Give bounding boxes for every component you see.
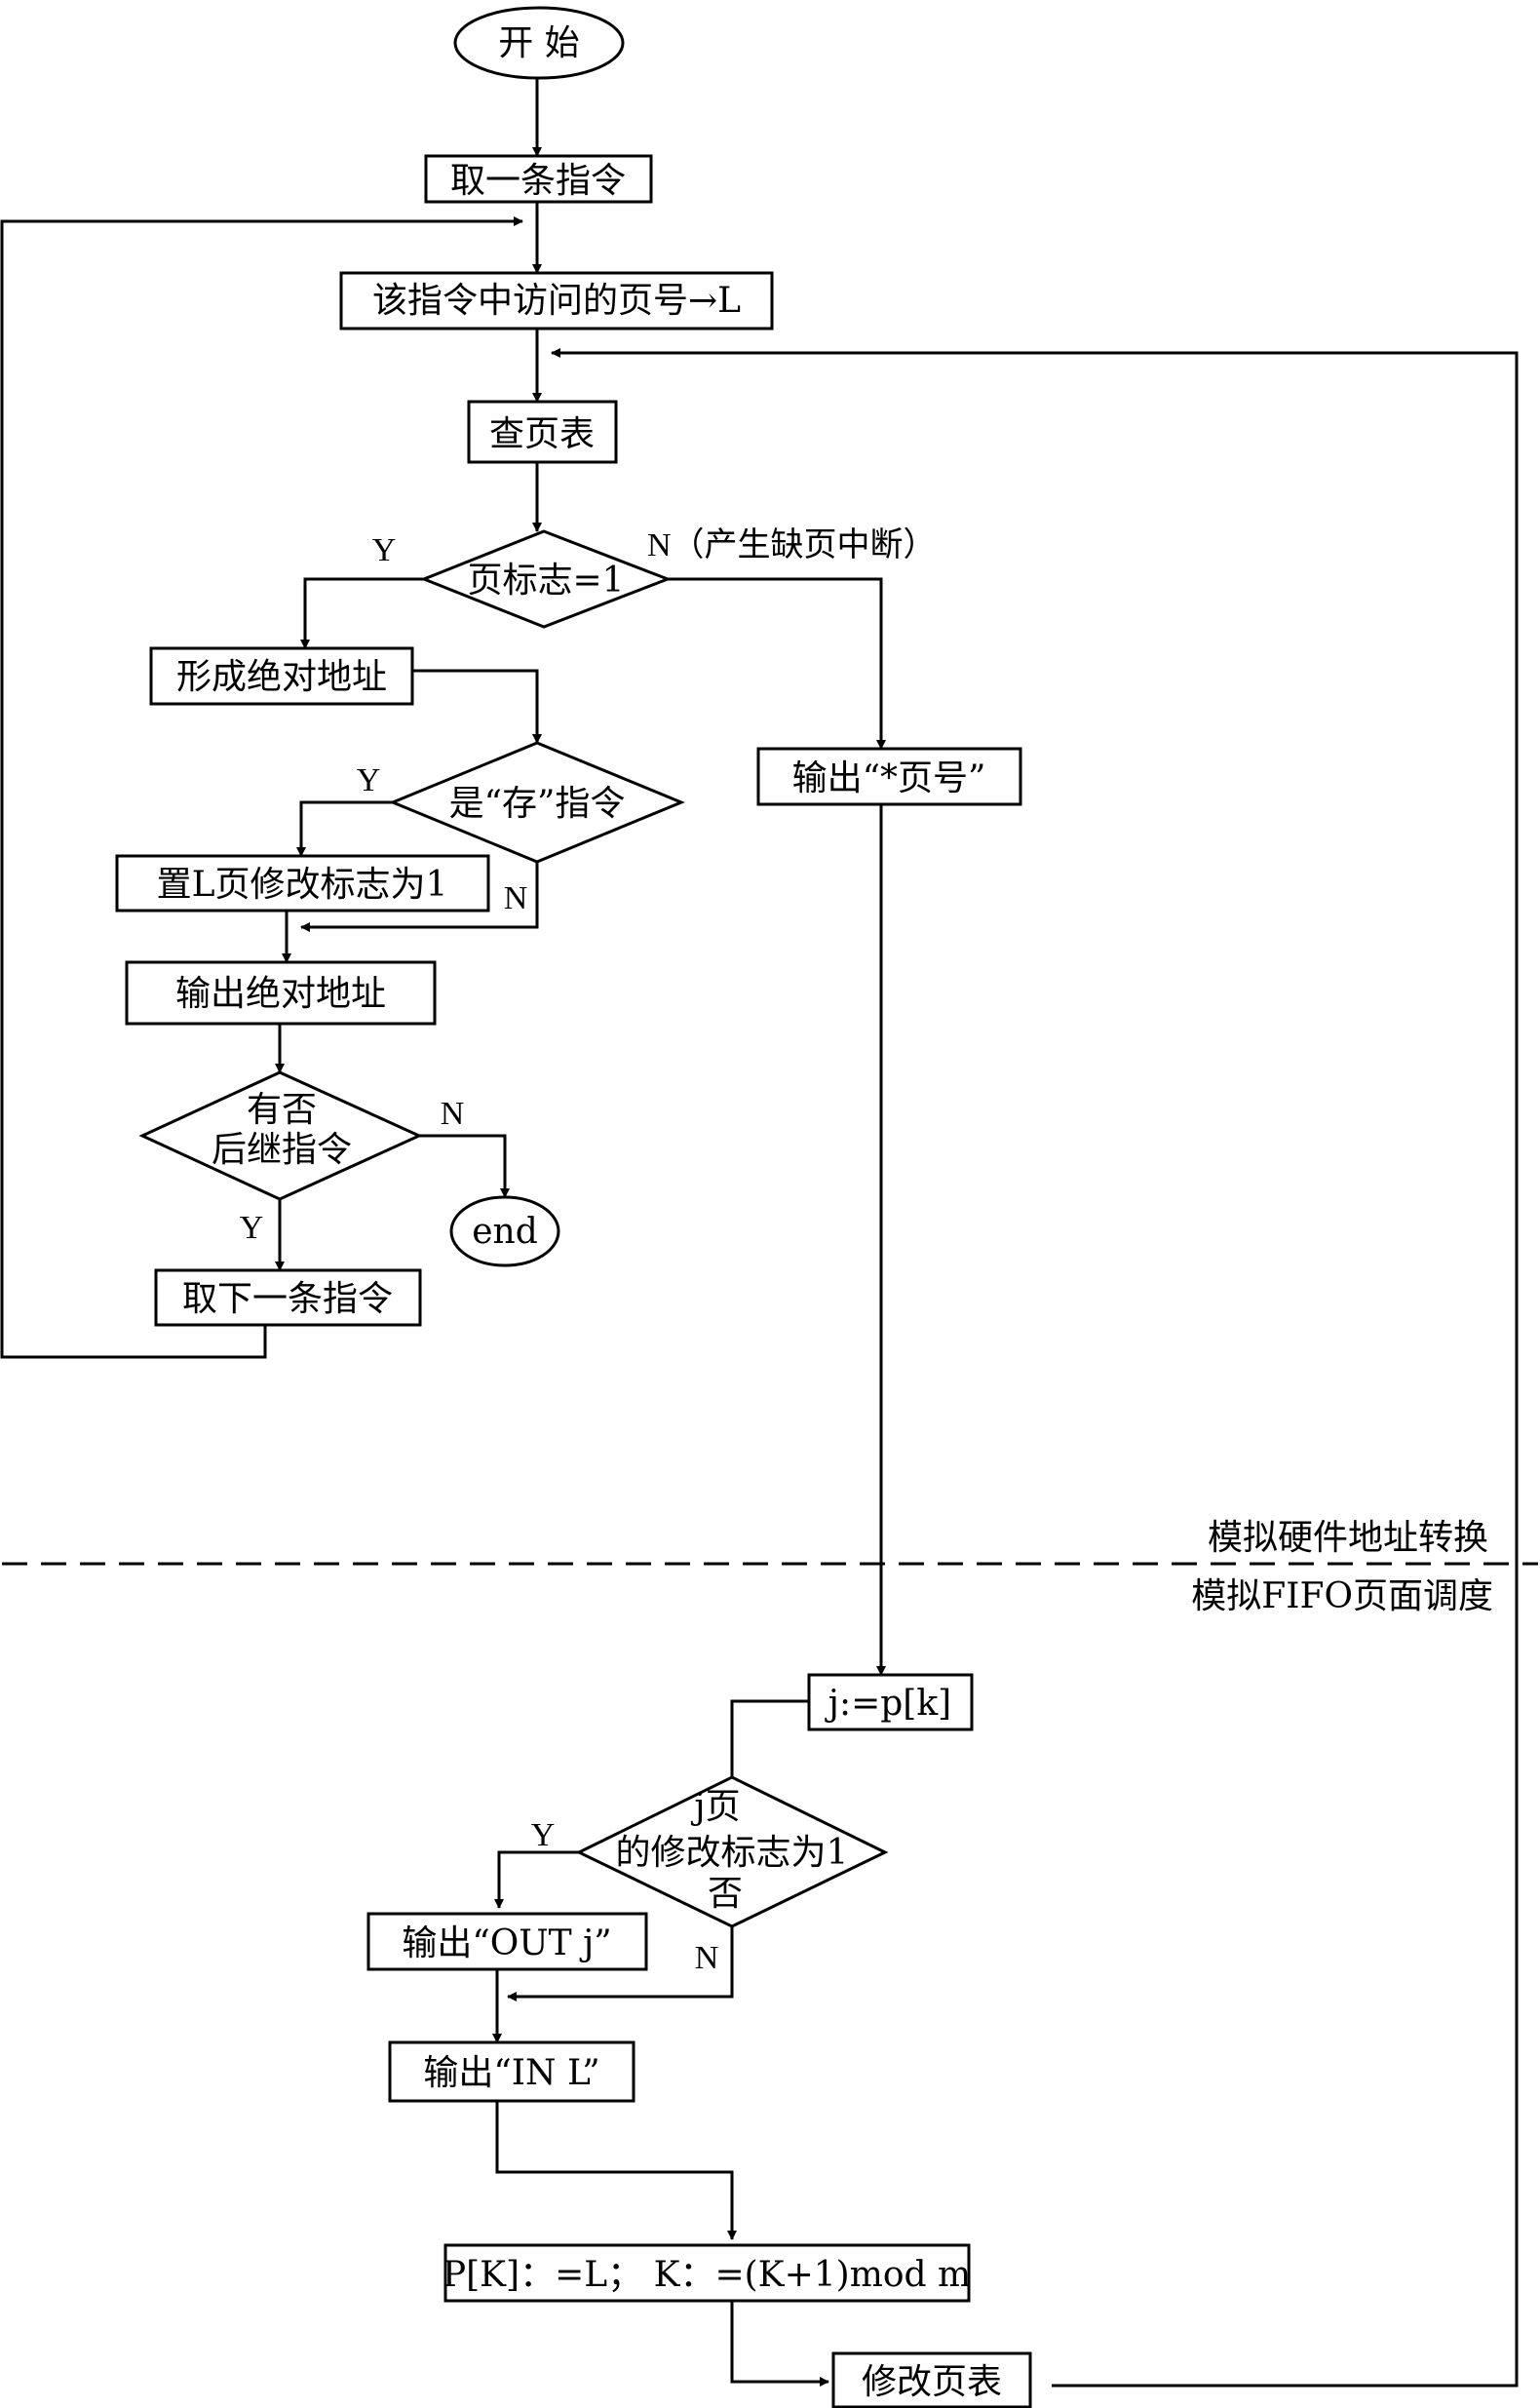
in-l-label: 输出“IN L” <box>423 2053 599 2093</box>
store-yes-label: Y <box>357 762 381 798</box>
out-abs-label: 输出绝对地址 <box>175 974 386 1014</box>
edge-loop-back <box>0 216 523 1359</box>
out-page-label: 输出“*页号” <box>792 758 986 798</box>
edge-j-yes <box>494 1850 579 1909</box>
j-modified-label-3: 否 <box>708 1874 743 1914</box>
fetch-next-label: 取下一条指令 <box>182 1279 393 1319</box>
j-modified-label-2: 的修改标志为1 <box>616 1833 849 1873</box>
j-no-label: N <box>695 1940 719 1976</box>
edge-update-modify <box>730 2301 829 2387</box>
flag-no-label: N（产生缺页中断） <box>647 526 937 563</box>
edge-modify-table-return <box>551 348 1519 2388</box>
out-abs-box <box>125 960 437 1026</box>
j-assign-box <box>807 1673 974 1731</box>
flag-check-diamond <box>419 529 673 629</box>
edge-store-yes <box>296 800 393 857</box>
next-check-diamond <box>138 1070 423 1201</box>
update-pk-box <box>443 2243 971 2303</box>
edge-flag-yes <box>300 577 424 649</box>
abs-addr-box <box>149 646 414 706</box>
page-to-l-box <box>339 271 774 330</box>
end-node <box>449 1195 560 1267</box>
fetch-instruction-box <box>424 154 653 204</box>
start-node-label: 开 始 <box>498 23 579 63</box>
flag-check-label: 页标志=1 <box>467 561 624 601</box>
j-yes-label: Y <box>531 1817 556 1853</box>
set-modify-box <box>115 854 490 913</box>
lookup-table-box <box>467 400 618 464</box>
edge-store-no <box>300 862 539 932</box>
modify-table-box <box>831 2351 1032 2408</box>
store-check-diamond <box>389 741 685 864</box>
edge-next-no <box>419 1134 510 1198</box>
abs-addr-label: 形成绝对地址 <box>176 657 387 697</box>
section-upper-label: 模拟硬件地址转换 <box>1208 1518 1488 1558</box>
out-page-box <box>756 747 1022 806</box>
edge-in-l-update <box>495 2101 737 2240</box>
page-to-l-label: 该指令中访问的页号→L <box>372 281 741 321</box>
start-node <box>453 6 625 80</box>
edge-j-no <box>507 1926 734 2001</box>
next-check-label-2: 后继指令 <box>212 1130 352 1170</box>
section-lower-label: 模拟FIFO页面调度 <box>1191 1576 1493 1616</box>
in-l-box <box>388 2040 635 2103</box>
edges <box>0 78 1519 2388</box>
out-j-box <box>366 1912 648 1971</box>
edge-j-assign-j-check <box>730 1699 809 1777</box>
flag-yes-label: Y <box>372 532 397 568</box>
next-check-label-1: 有否 <box>247 1090 317 1130</box>
end-node-label: end <box>472 1212 538 1252</box>
j-assign-label: j:=p[k] <box>825 1684 951 1724</box>
edge-abs-addr-store <box>412 669 542 744</box>
lookup-table-label: 查页表 <box>489 414 595 454</box>
store-no-label: N <box>504 880 528 916</box>
fetch-instruction-label: 取一条指令 <box>450 161 626 201</box>
next-no-label: N <box>441 1096 465 1132</box>
store-check-label: 是“存”指令 <box>449 784 626 824</box>
update-pk-label: P[K]：=L； K：=(K+1)mod m <box>443 2255 971 2295</box>
j-modified-diamond <box>575 1775 889 1928</box>
modify-table-label: 修改页表 <box>862 2362 1002 2402</box>
next-yes-label: Y <box>240 1210 264 1246</box>
out-j-label: 输出“OUT j” <box>402 1923 611 1963</box>
edge-flag-no <box>668 577 886 750</box>
fetch-next-box <box>154 1268 422 1327</box>
set-modify-label: 置L页修改标志为1 <box>157 865 448 905</box>
j-modified-label-1: j页 <box>690 1787 740 1827</box>
